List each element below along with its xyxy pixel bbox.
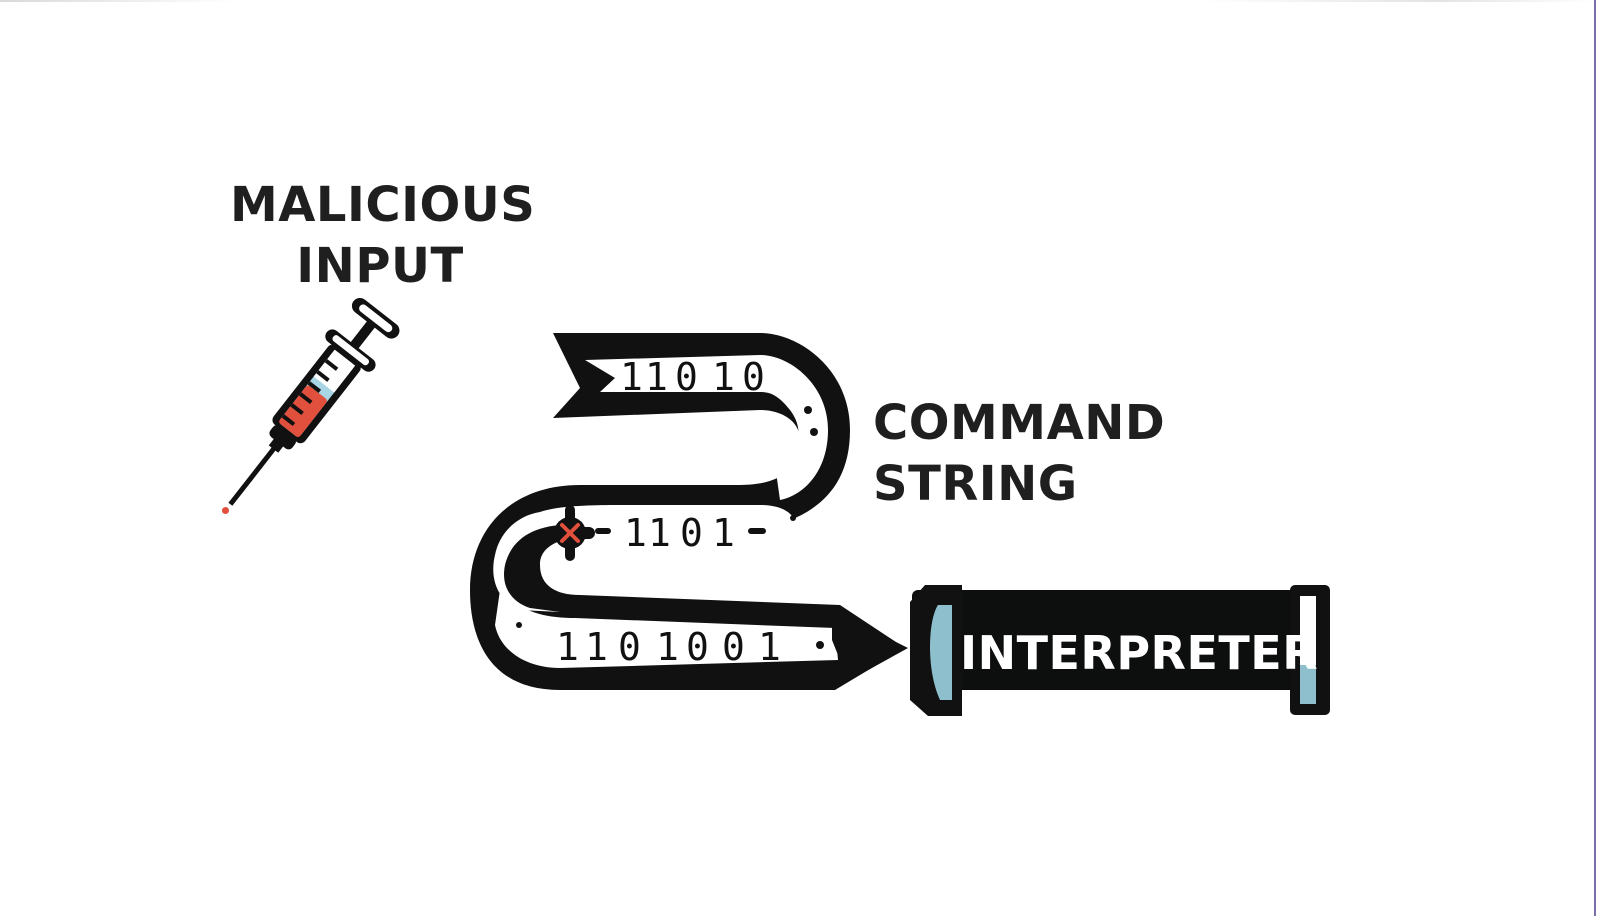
ribbon-bottom-rim: [552, 668, 835, 688]
bit-char: 1: [585, 625, 608, 669]
ribbon-dot: [790, 515, 796, 521]
right-edge-border: [1594, 0, 1596, 916]
bit-char: 1: [556, 625, 579, 669]
ribbon-dot: [804, 406, 812, 414]
bit-char: 1: [645, 355, 668, 399]
ribbon-dot: [523, 553, 529, 559]
ribbon-bottom-segment: [495, 590, 838, 668]
bit-char: 1: [712, 511, 735, 555]
command-string-label-line-1: COMMAND: [873, 395, 1166, 451]
malicious-input-label-line-1: MALICIOUS: [230, 177, 536, 233]
bit-char: 1: [624, 511, 647, 555]
gear-bug-icon: [545, 505, 595, 561]
pipe-icon: [910, 585, 1330, 716]
ribbon-dot: [516, 622, 522, 628]
ribbon-middle-segment: [493, 505, 797, 612]
arrow-head-icon: [832, 610, 908, 690]
interpreter-label: INTERPRETER: [960, 626, 1319, 680]
syringe-icon: [221, 297, 400, 515]
bit-char: 0: [618, 625, 641, 669]
bit-char: 0: [686, 625, 709, 669]
bit-char: 1: [648, 511, 671, 555]
command-string-label: COMMAND STRING: [873, 393, 1165, 515]
malicious-input-label: MALICIOUS INPUT: [230, 175, 536, 297]
ribbon-dot: [816, 641, 824, 649]
command-string-label-line-2: STRING: [873, 456, 1078, 512]
ribbon-dash: [748, 528, 766, 534]
ribbon-dash: [595, 528, 611, 534]
bit-char: 0: [722, 625, 745, 669]
bit-char: 1: [620, 355, 643, 399]
bit-char: 0: [742, 355, 765, 399]
ribbon-bits: 1 1 0 1 0 1 1 0 1 1 1 0 1 0 0 1: [556, 355, 781, 669]
bit-char: 0: [675, 355, 698, 399]
malicious-input-label-line-2: INPUT: [296, 238, 464, 294]
command-string-ribbon: [470, 333, 908, 690]
bit-char: 1: [758, 625, 781, 669]
top-border: [0, 0, 1598, 2]
bit-char: 1: [712, 355, 735, 399]
bit-char: 0: [680, 511, 703, 555]
ribbon-dot: [810, 428, 818, 436]
bit-char: 1: [656, 625, 679, 669]
ribbon-dot: [537, 538, 543, 544]
ribbon-top-segment: [585, 355, 828, 500]
